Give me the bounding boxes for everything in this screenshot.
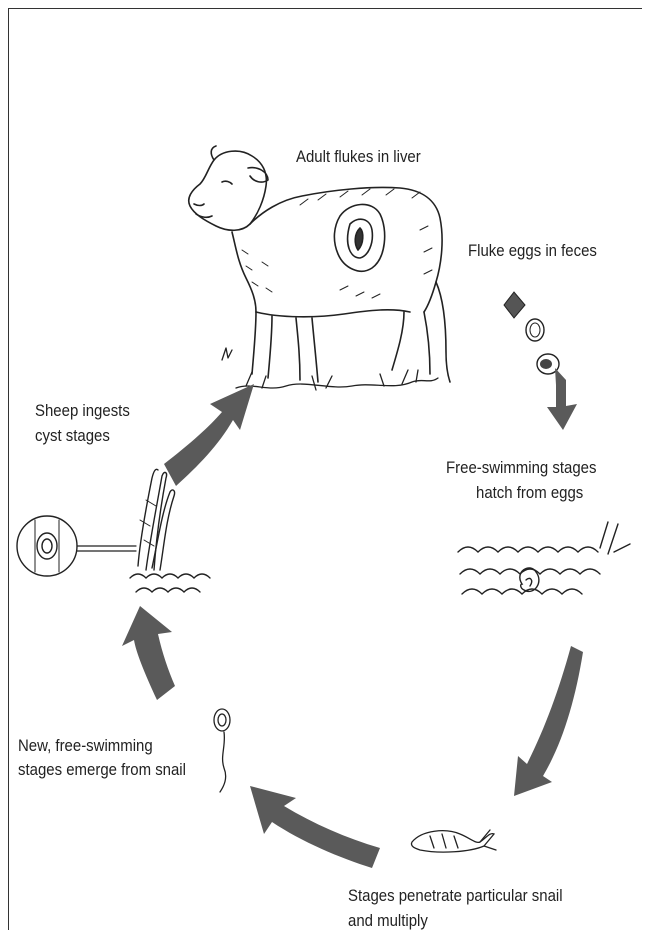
arrow-snail-to-emerge	[250, 786, 380, 868]
arrow-emerge-to-cyst	[122, 606, 175, 700]
cyst-grass-illustration	[17, 469, 210, 592]
water-hatching-illustration	[458, 522, 630, 594]
label-snail-line1: Stages penetrate particular snail	[348, 883, 563, 908]
label-free-swimming-line2: hatch from eggs	[476, 480, 583, 505]
arrow-hatch-to-snail	[514, 646, 583, 796]
sheep-illustration	[189, 146, 450, 390]
label-free-swimming-line1: Free-swimming stages	[446, 455, 596, 480]
arrow-eggs-to-hatch	[547, 368, 577, 430]
label-snail-line2: and multiply	[348, 908, 428, 932]
label-adult-flukes: Adult flukes in liver	[296, 144, 421, 169]
label-sheep-ingests-line2: cyst stages	[35, 423, 110, 448]
label-sheep-ingests-line1: Sheep ingests	[35, 398, 130, 423]
label-new-free-swimming-line1: New, free-swimming	[18, 733, 153, 758]
cycle-arrows	[122, 368, 583, 868]
arrow-cyst-to-sheep	[164, 384, 254, 486]
label-fluke-eggs: Fluke eggs in feces	[468, 238, 597, 263]
label-new-free-swimming-line2: stages emerge from snail	[18, 757, 186, 782]
snail-illustration	[411, 830, 496, 852]
fluke-eggs-illustration	[504, 292, 559, 374]
emerging-larva-illustration	[214, 709, 230, 792]
